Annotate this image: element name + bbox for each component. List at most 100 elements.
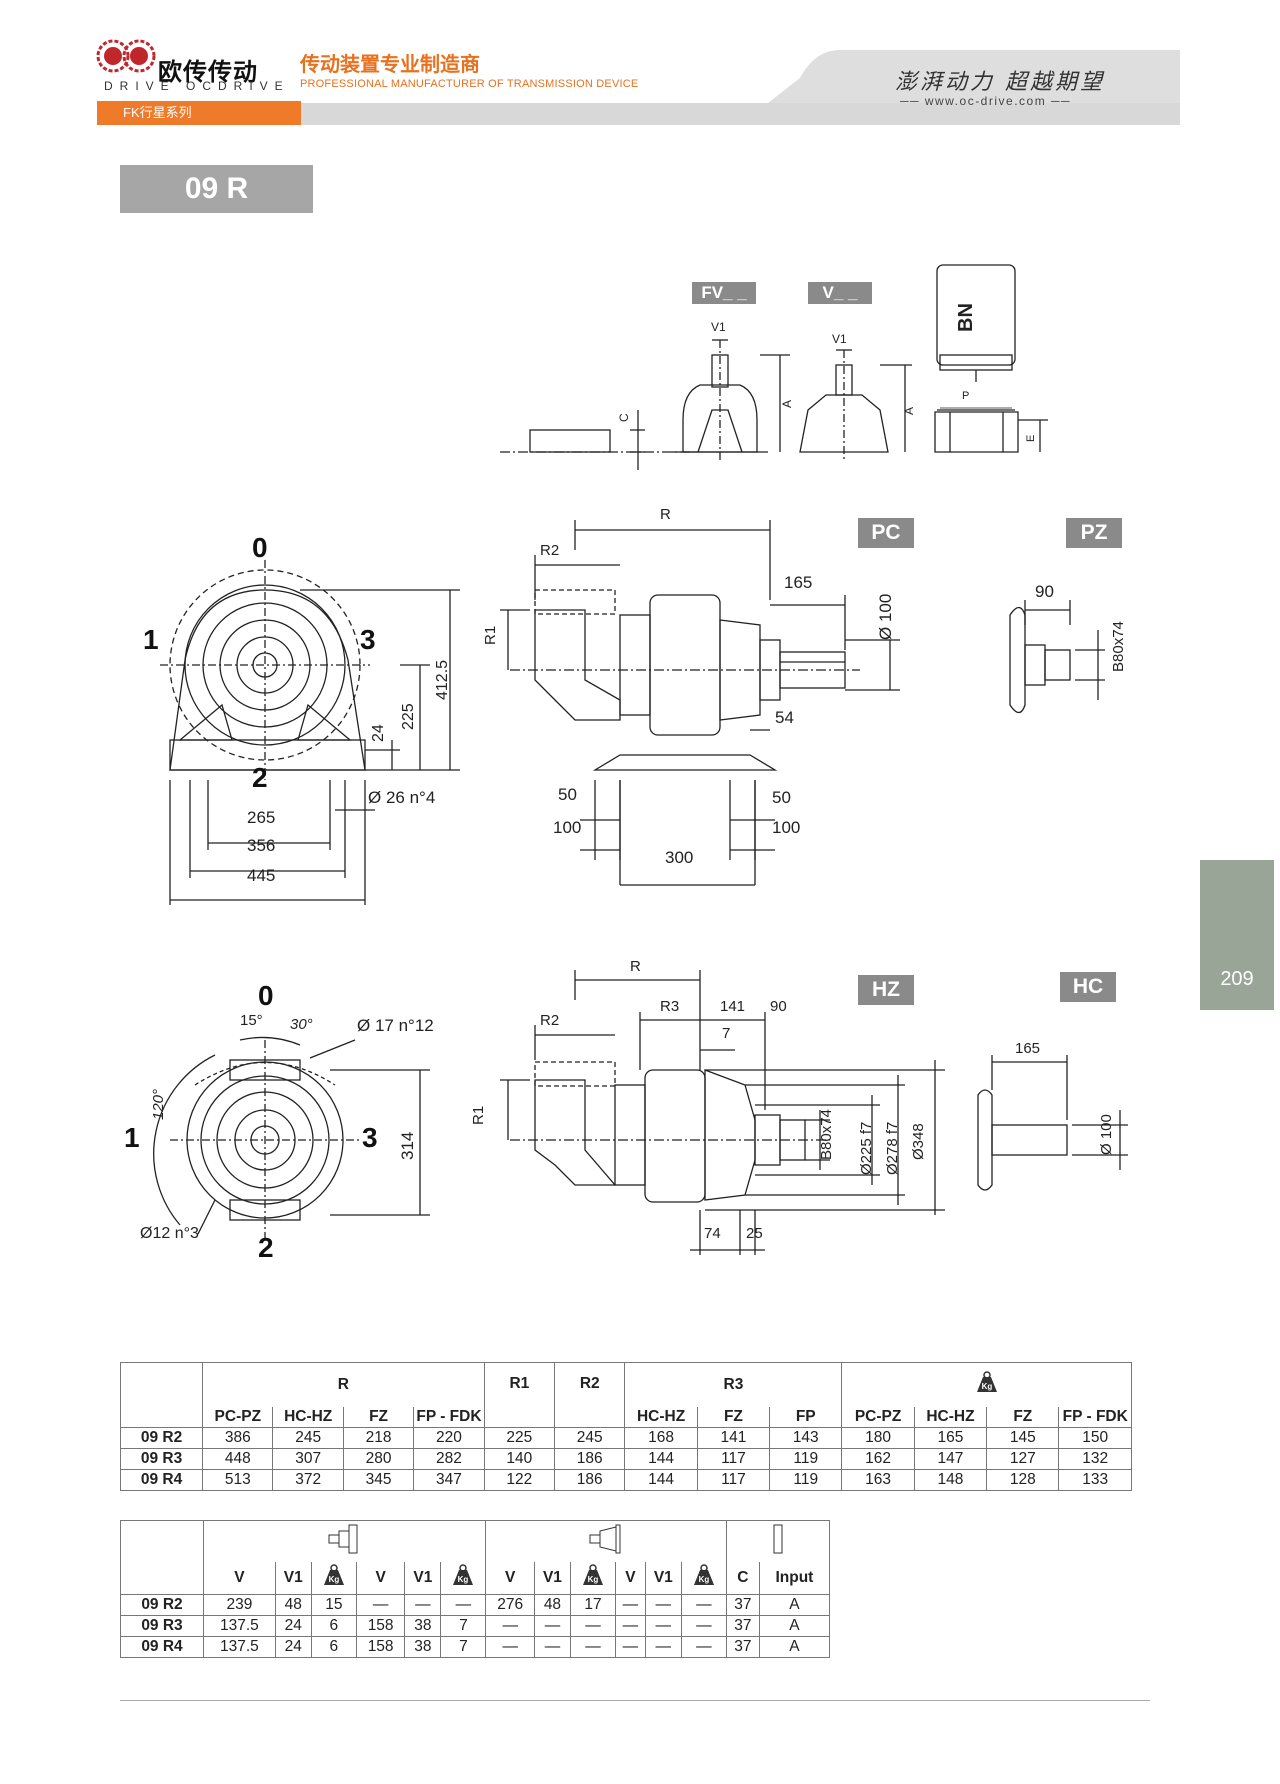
label-hz: HZ [858, 975, 914, 1005]
dim-b80-hz: B80x74 [818, 1109, 835, 1160]
v-flange-icon [589, 1524, 621, 1554]
table-cell: 117 [696, 1468, 771, 1491]
position-2-bottom: 2 [258, 1232, 274, 1263]
table-cell: 225 [483, 1426, 556, 1449]
dim-a-fv: A [780, 399, 794, 408]
header-title-en: PROFESSIONAL MANUFACTURER OF TRANSMISSIO… [300, 78, 639, 90]
table-cell: 147 [913, 1447, 988, 1470]
table-cell: 347 [413, 1468, 485, 1491]
table-cell: 165 [913, 1426, 988, 1449]
table-cell: — [680, 1593, 727, 1616]
table-cell: 163 [841, 1468, 915, 1491]
dim-141: 141 [720, 998, 746, 1015]
table-cell: 345 [342, 1468, 415, 1491]
table1-sub-r3-fz: FZ [696, 1406, 771, 1428]
dim-412-5: 412.5 [434, 659, 451, 700]
table1-sub-fp-fdk: FP - FDK [413, 1406, 485, 1428]
dim-a-v: A [902, 406, 916, 415]
table1-group-r1: R1 [483, 1362, 556, 1428]
side-view-foot [500, 520, 900, 886]
dim-7: 7 [722, 1025, 731, 1042]
dim-26: Ø 26 n°4 [368, 788, 436, 807]
table-cell: 37 [725, 1635, 760, 1658]
key-drawing [500, 410, 690, 470]
dim-b80-pz: B80x74 [1110, 621, 1127, 672]
table-cell: 48 [274, 1593, 312, 1616]
table-cell: 137.5 [203, 1635, 276, 1658]
brand-name-cn: 欧传传动 [158, 59, 258, 86]
table-cell: 158 [355, 1635, 406, 1658]
table-cell: — [615, 1635, 646, 1658]
table-cell: 122 [483, 1468, 556, 1491]
table-cell: 218 [342, 1426, 415, 1449]
table-cell: 7 [440, 1614, 487, 1637]
dim-90-hz: 90 [770, 998, 787, 1015]
label-hc: HC [1060, 972, 1116, 1002]
dim-15deg: 15° [240, 1012, 263, 1029]
table-cell: 37 [725, 1614, 760, 1637]
table-cell: 6 [310, 1635, 357, 1658]
row-model: 09 R3 [119, 1447, 204, 1470]
svg-text:Kg: Kg [588, 1575, 599, 1584]
dim-356: 356 [247, 836, 276, 855]
dim-e: E [1025, 434, 1037, 442]
table1-corner [119, 1362, 204, 1428]
position-3-bottom: 3 [362, 1122, 378, 1153]
hc-detail [977, 1055, 1128, 1191]
table-cell: 144 [624, 1447, 698, 1470]
table1-group-kg: Kg [841, 1362, 1132, 1407]
table-cell: 15 [310, 1593, 357, 1616]
table-cell: 119 [769, 1447, 843, 1470]
dim-24: 24 [370, 724, 387, 742]
dim-d225f7: Ø225 f7 [858, 1121, 875, 1175]
table-cell: 186 [554, 1468, 626, 1491]
table-cell: 133 [1058, 1468, 1132, 1491]
table-cell: 148 [913, 1468, 988, 1491]
table-cell: 372 [272, 1468, 344, 1491]
pz-detail [1009, 600, 1105, 714]
dim-v1-v: V1 [832, 332, 847, 346]
table-cell: 150 [1058, 1426, 1132, 1449]
dim-r-bottom: R [630, 958, 641, 975]
weight-icon: Kg [451, 1564, 475, 1586]
dim-225: 225 [400, 703, 417, 730]
fv-flange-drawing [672, 339, 790, 460]
dim-c: C [617, 413, 631, 422]
table-cell: — [680, 1614, 727, 1637]
dim-r2-top: R2 [540, 542, 560, 559]
row-model: 09 R2 [120, 1593, 204, 1616]
table-cell: 37 [725, 1593, 760, 1616]
table1-sub-kg-pc-pz: PC-PZ [841, 1406, 915, 1428]
dimensions-table: R R1 R2 R3 Kg PC-PZ HC-HZ FZ FP - FDK HC… [119, 1362, 1132, 1491]
dim-300: 300 [665, 848, 694, 867]
model-tag: 09 R [120, 165, 313, 213]
table2-corner [120, 1520, 204, 1595]
table-cell: 140 [483, 1447, 556, 1470]
table-cell: 220 [413, 1426, 485, 1449]
dim-30deg: 30° [290, 1016, 313, 1033]
dim-p: P [962, 390, 970, 402]
svg-text:Kg: Kg [458, 1575, 469, 1584]
table-cell: — [355, 1593, 406, 1616]
row-model: 09 R4 [120, 1635, 204, 1658]
table-cell: 127 [986, 1447, 1060, 1470]
side-view-flange [500, 970, 945, 1255]
dim-r1-bottom: R1 [470, 1105, 487, 1125]
dim-25: 25 [746, 1225, 763, 1242]
header-title-cn: 传动装置专业制造商 [300, 54, 480, 76]
weight-icon: Kg [581, 1564, 605, 1586]
table-cell: — [615, 1593, 646, 1616]
series-bar: FK行星系列 [97, 101, 301, 125]
table-cell: — [569, 1635, 617, 1658]
table-cell: — [569, 1614, 617, 1637]
table-cell: A [758, 1593, 831, 1616]
weight-icon: Kg [322, 1564, 346, 1586]
table-cell: 168 [624, 1426, 698, 1449]
table-cell: 38 [404, 1635, 442, 1658]
header-slogan: 澎湃动力 超越期望 [895, 70, 1105, 95]
technical-drawings [153, 264, 1128, 1255]
table-cell: 162 [841, 1447, 915, 1470]
